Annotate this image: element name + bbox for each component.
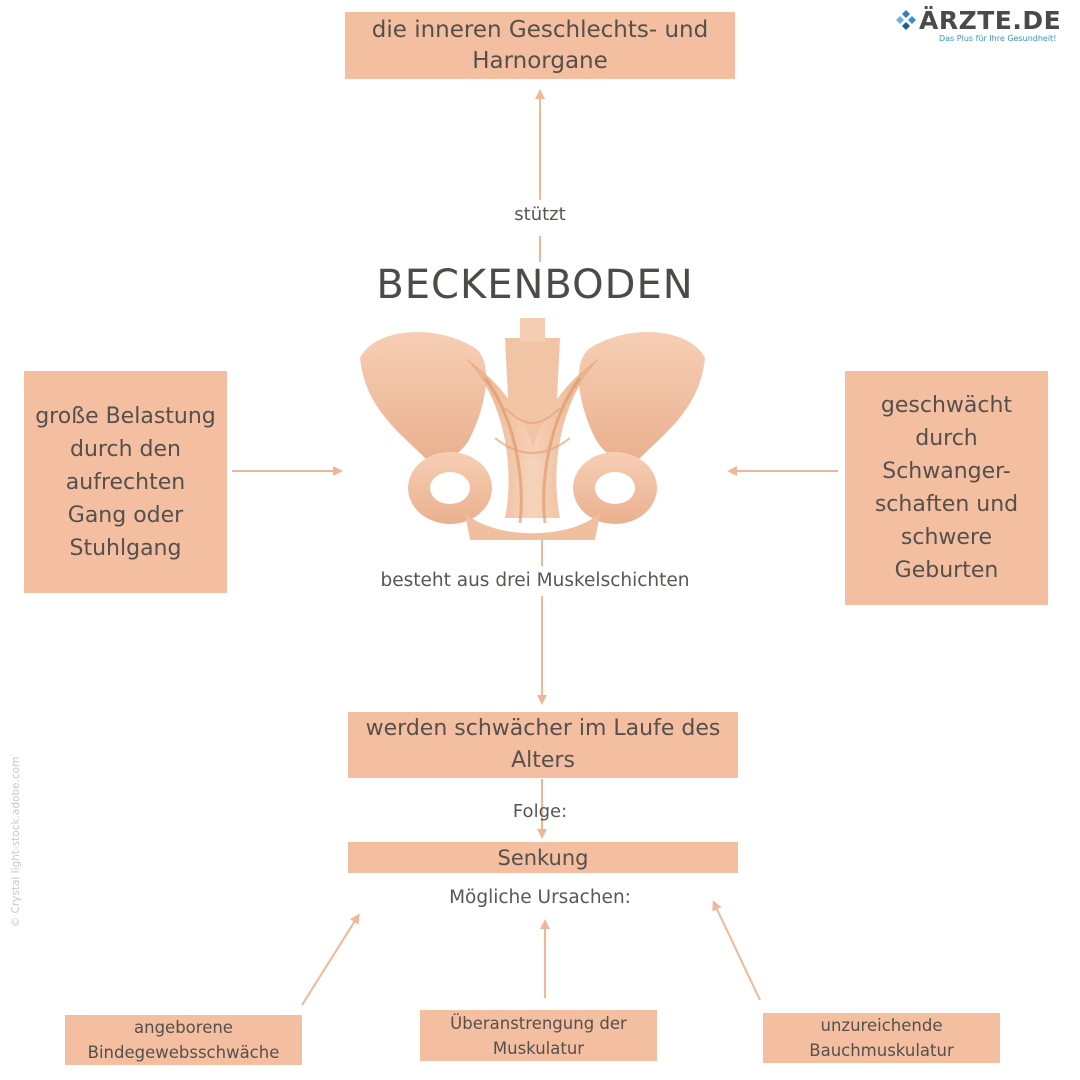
arrow-cause-1 [301,913,360,1006]
box-pregnancy: geschwächt durch Schwanger-schaften und … [845,371,1048,605]
arrow-cause-3 [712,900,761,1001]
label-supports: stützt [490,204,590,225]
box-organs: die inneren Geschlechts- und Harnorgane [345,12,735,79]
image-credit: © Crystal light-stock.adobe.com [10,756,22,928]
box-upright-gait: große Belastung durch den aufrechten Gan… [24,371,227,593]
logo-wordmark: ÄRZTE.DE [919,6,1062,35]
box-aging: werden schwächer im Laufe des Alters [348,712,738,778]
box-senkung: Senkung [348,842,738,873]
label-causes: Mögliche Ursachen: [449,887,631,908]
label-consequence: Folge: [512,801,568,822]
logo-icon [896,10,916,30]
logo-tagline: Das Plus für Ihre Gesundheit! [939,34,1057,43]
label-consists: besteht aus drei Muskelschichten [380,570,690,591]
box-cause-overexertion: Überanstrengung der Muskulatur [420,1010,657,1061]
box-cause-connective-tissue: angeborene Bindegewebsschwäche [65,1015,302,1065]
box-cause-abdominal: unzureichende Bauchmuskulatur [763,1013,1000,1063]
diagram-title: BECKENBODEN [376,262,694,308]
logo: ÄRZTE.DE Das Plus für Ihre Gesundheit! [895,6,1075,46]
pelvis-illustration [360,318,705,540]
